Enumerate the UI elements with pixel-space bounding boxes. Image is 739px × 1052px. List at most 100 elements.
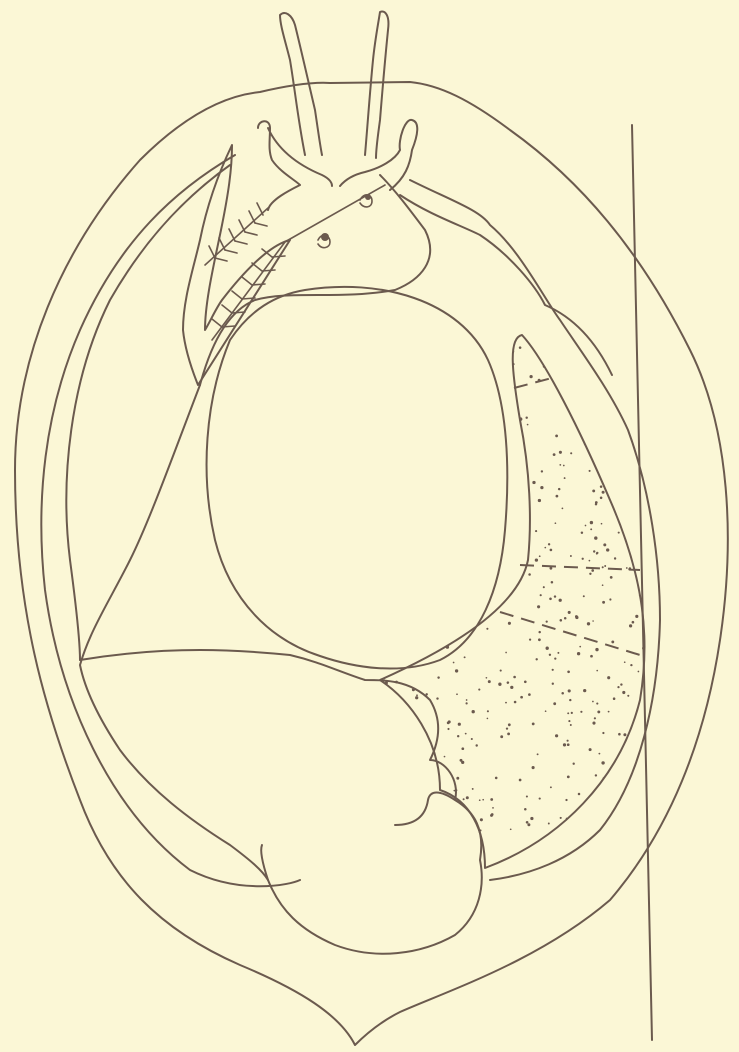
stipple-dot <box>590 521 593 524</box>
stipple-dot <box>636 519 638 521</box>
gill-chamber <box>183 145 290 385</box>
stipple-dot <box>549 654 551 656</box>
stipple-dot <box>558 488 560 490</box>
stipple-dot <box>567 670 570 673</box>
stipple-dot <box>597 710 600 713</box>
stipple-dot <box>467 436 469 438</box>
stipple-dot <box>435 844 438 847</box>
stipple-dot <box>415 762 417 764</box>
stipple-dot <box>632 485 635 488</box>
stipple-dot <box>587 850 590 853</box>
stipple-dot <box>481 463 483 465</box>
stipple-dot <box>554 657 556 659</box>
stipple-dot <box>465 821 468 824</box>
stipple-dot <box>392 657 394 659</box>
stipple-dot <box>618 733 621 736</box>
stipple-dot <box>402 838 404 840</box>
stipple-dot <box>583 689 586 692</box>
stipple-dot <box>570 452 572 454</box>
stipple-dot <box>430 592 433 595</box>
stipple-dot <box>561 692 564 695</box>
stipple-dot <box>583 595 585 597</box>
stipple-dot <box>548 543 550 545</box>
stipple-dot <box>641 433 644 436</box>
stipple-dot <box>417 792 419 794</box>
stipple-dot <box>441 389 444 392</box>
stipple-dot <box>414 541 417 544</box>
stipple-dot <box>508 402 511 405</box>
stipple-dot <box>596 670 598 672</box>
stipple-dot <box>628 335 631 338</box>
stipple-dot <box>589 470 591 472</box>
stipple-dot <box>407 613 409 615</box>
stipple-dot <box>490 798 493 801</box>
stipple-dot <box>463 537 465 539</box>
stipple-dot <box>508 622 511 625</box>
stipple-dot <box>492 807 494 809</box>
stipple-dot <box>621 445 624 448</box>
stipple-dot <box>391 694 394 697</box>
stipple-dot <box>467 388 469 390</box>
stipple-dot <box>494 371 496 373</box>
stipple-dot <box>399 809 401 811</box>
stipple-dot <box>592 701 594 703</box>
neck-outline <box>200 175 430 385</box>
stipple-dot <box>600 423 602 425</box>
stipple-dot <box>434 396 436 398</box>
stipple-dot <box>433 559 436 562</box>
stipple-dot <box>539 555 541 557</box>
stipple-dot <box>442 442 445 445</box>
stipple-dot <box>521 542 523 544</box>
stipple-dot <box>514 701 517 704</box>
stipple-dot <box>450 356 452 358</box>
stipple-dot <box>439 566 442 569</box>
stipple-dot <box>436 697 438 699</box>
central-organ <box>207 287 508 669</box>
stipple-dot <box>524 808 527 811</box>
stipple-dot <box>456 824 459 827</box>
stipple-dot <box>577 652 580 655</box>
stipple-dot <box>479 366 481 368</box>
stipple-dot <box>506 727 508 729</box>
stipple-dot <box>402 641 404 643</box>
stipple-dot <box>438 798 440 800</box>
stipple-dot <box>479 584 482 587</box>
stipple-dot <box>381 504 384 507</box>
stipple-dot <box>538 853 541 856</box>
stipple-dot <box>591 569 594 572</box>
stipple-dot <box>552 683 554 685</box>
stipple-dot <box>466 580 468 582</box>
stipple-dot <box>553 702 556 705</box>
stipple-dot <box>454 790 456 792</box>
stipple-dot <box>467 393 470 396</box>
stipple-dot <box>513 676 516 679</box>
stipple-dot <box>567 776 570 779</box>
stipple-dot <box>438 820 440 822</box>
stipple-dot <box>444 554 447 557</box>
stipple-dot <box>617 419 620 422</box>
stipple-dot <box>519 346 522 349</box>
stipple-dot <box>598 386 601 389</box>
stipple-dot <box>589 560 591 562</box>
stipple-dot <box>565 799 567 801</box>
stipple-dot <box>599 753 601 755</box>
stipple-dot <box>418 781 420 783</box>
stipple-dot <box>481 564 483 566</box>
stipple-dot <box>640 729 643 732</box>
stipple-dot <box>465 534 468 537</box>
stipple-dot <box>488 486 491 489</box>
stipple-dot <box>606 339 609 342</box>
stipple-dot <box>435 571 438 574</box>
stipple-dot <box>620 683 622 685</box>
stipple-dot <box>437 817 440 820</box>
stipple-dot <box>380 610 382 612</box>
stipple-dot <box>458 584 460 586</box>
stipple-dot <box>524 680 527 683</box>
stipple-dot <box>635 615 638 618</box>
stipple-dot <box>614 500 617 503</box>
stipple-dot <box>592 489 595 492</box>
stipple-dot <box>573 763 575 765</box>
stipple-dot <box>444 756 446 758</box>
stipple-dot <box>568 720 570 722</box>
stipple-dot <box>505 702 507 704</box>
